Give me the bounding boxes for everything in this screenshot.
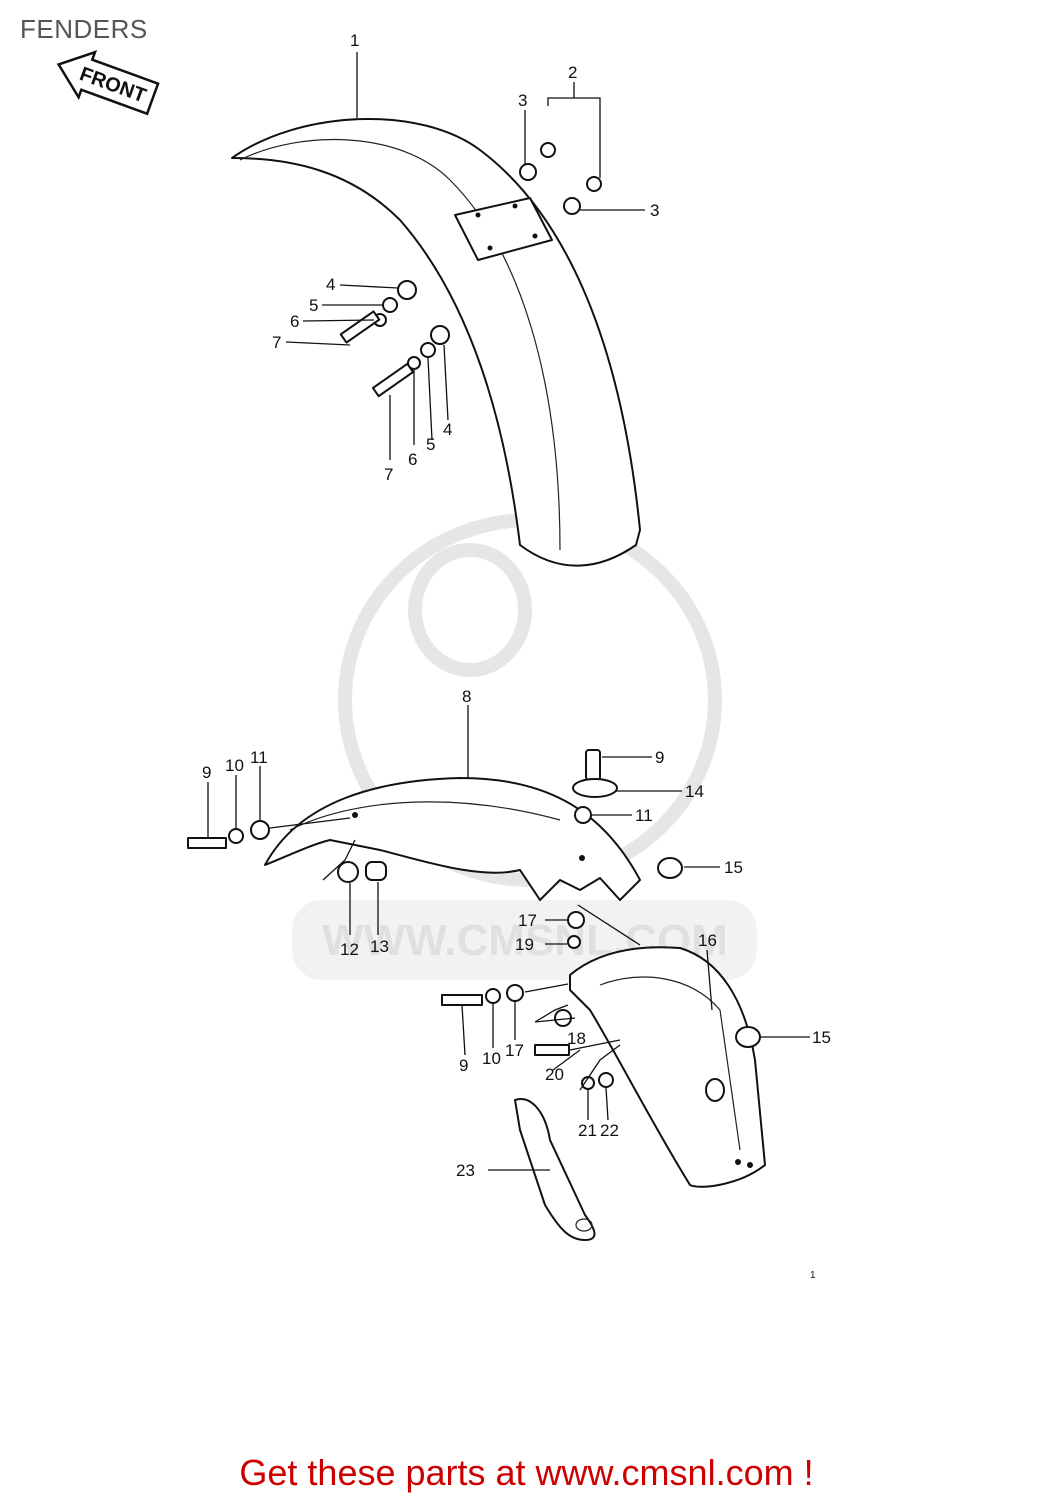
callout-21: 21 bbox=[578, 1121, 597, 1140]
callout-7: 7 bbox=[272, 333, 281, 352]
callout-11b: 11 bbox=[635, 806, 653, 825]
page-title: FENDERS bbox=[20, 14, 148, 44]
callout-12: 12 bbox=[340, 940, 359, 959]
callout-19: 19 bbox=[515, 935, 534, 954]
callout-15: 15 bbox=[724, 858, 743, 877]
bracket-part bbox=[514, 1098, 596, 1241]
callout-17: 17 bbox=[518, 911, 537, 930]
callout-1-corner: 1 bbox=[810, 1270, 816, 1281]
front-fender-hardware bbox=[339, 142, 602, 398]
callout-5: 5 bbox=[309, 296, 318, 315]
callout-3b: 3 bbox=[650, 201, 659, 220]
callout-4b: 4 bbox=[443, 420, 452, 439]
footer-link-text[interactable]: Get these parts at www.cmsnl.com ! bbox=[239, 1452, 814, 1493]
callout-15b: 15 bbox=[812, 1028, 831, 1047]
callout-3: 3 bbox=[518, 91, 527, 110]
callout-18: 18 bbox=[567, 1029, 586, 1048]
callout-5b: 5 bbox=[426, 435, 435, 454]
callout-22: 22 bbox=[600, 1121, 619, 1140]
parts-diagram: WWW.CMSNL.COM FRONT bbox=[56, 31, 831, 1281]
callout-23: 23 bbox=[456, 1161, 475, 1180]
callout-6: 6 bbox=[290, 312, 299, 331]
callout-17b: 17 bbox=[505, 1041, 524, 1060]
callout-10b: 10 bbox=[482, 1049, 501, 1068]
rear-inner-fender-part bbox=[569, 946, 766, 1188]
rear-fender-part bbox=[264, 777, 641, 901]
callout-8: 8 bbox=[462, 687, 471, 706]
callout-14: 14 bbox=[685, 782, 704, 801]
callout-11: 11 bbox=[250, 748, 268, 767]
callout-6b: 6 bbox=[408, 450, 417, 469]
rear-fender-hardware bbox=[187, 749, 761, 1090]
callout-1: 1 bbox=[350, 31, 359, 50]
callout-4: 4 bbox=[326, 275, 335, 294]
callout-9: 9 bbox=[202, 763, 211, 782]
front-arrow-badge: FRONT bbox=[56, 50, 160, 116]
callout-9c: 9 bbox=[459, 1056, 468, 1075]
callout-7b: 7 bbox=[384, 465, 393, 484]
callout-13: 13 bbox=[370, 937, 389, 956]
callout-9b: 9 bbox=[655, 748, 664, 767]
callout-10: 10 bbox=[225, 756, 244, 775]
callout-16: 16 bbox=[698, 931, 717, 950]
callout-labels: 1 2 3 3 4 5 6 7 7 6 5 4 8 9 10 11 12 13 … bbox=[202, 31, 831, 1281]
callout-20: 20 bbox=[545, 1065, 564, 1084]
leader-lines bbox=[207, 52, 810, 1171]
callout-2: 2 bbox=[568, 63, 577, 82]
front-fender-part bbox=[231, 117, 641, 567]
